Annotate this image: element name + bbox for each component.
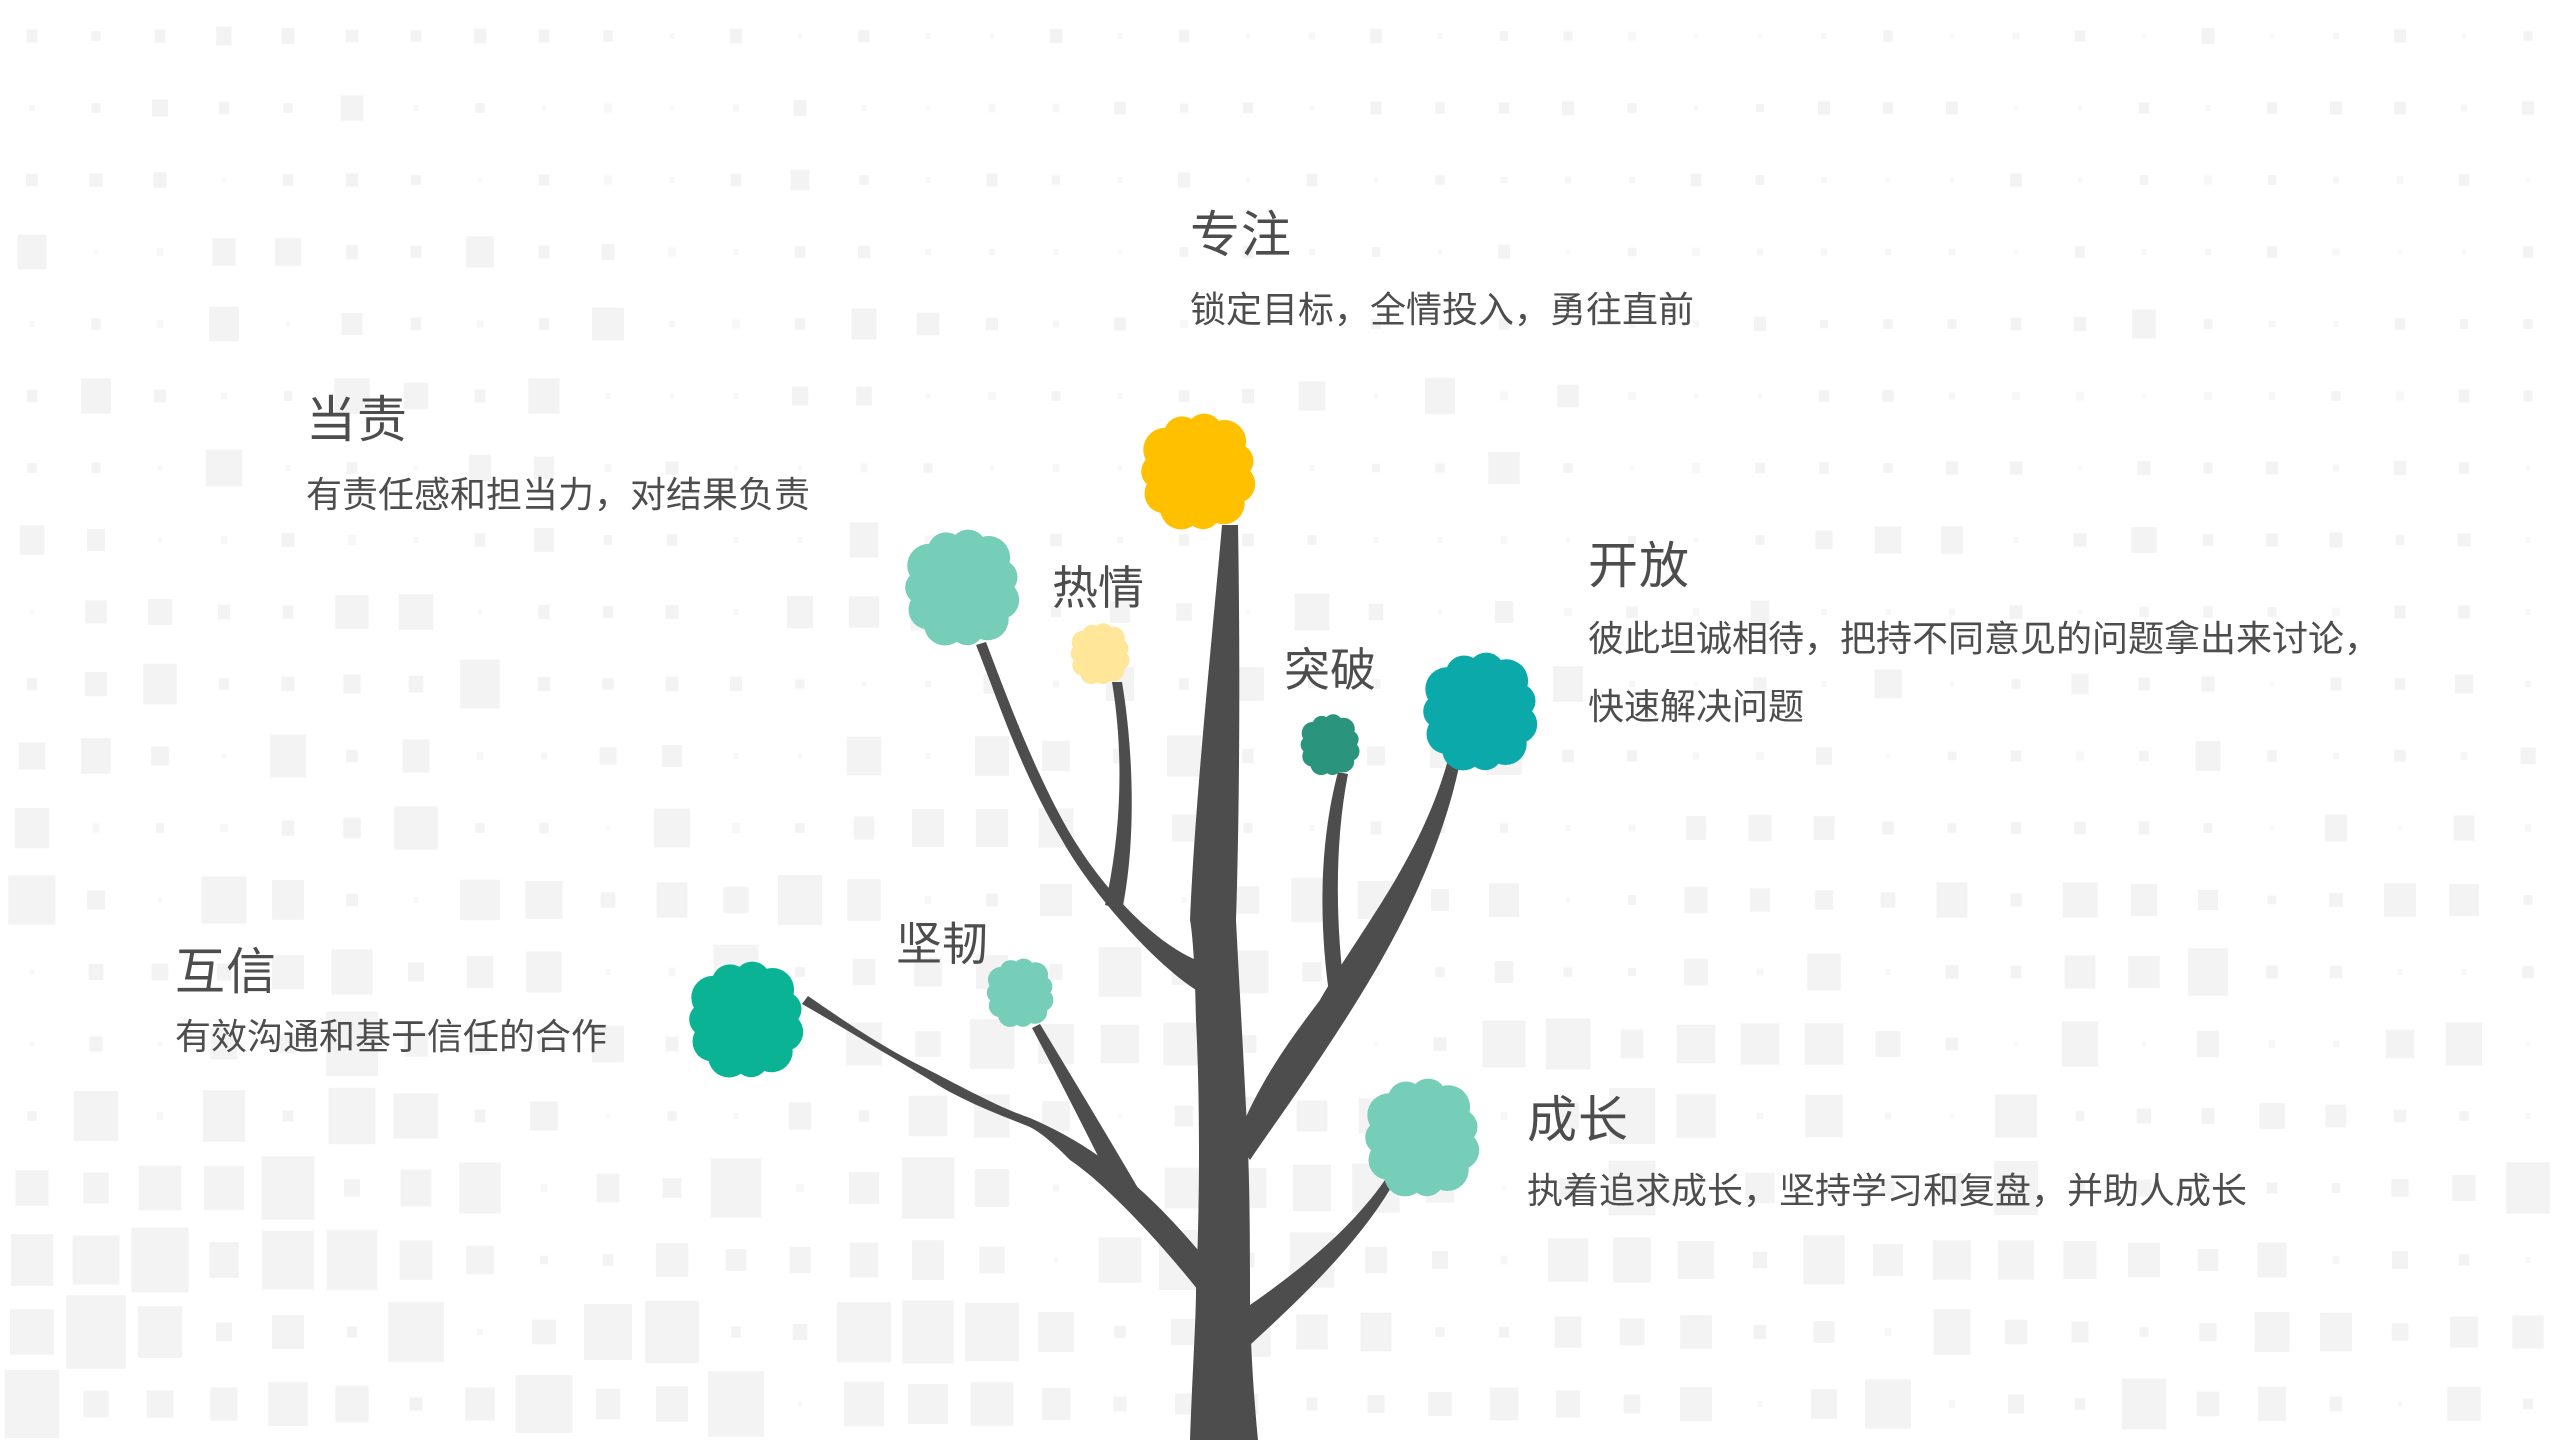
value-title: 成长 [1527, 1091, 1629, 1149]
value-description: 锁定目标，全情投入，勇往直前 [1190, 290, 1695, 331]
leaf-cloud-accountability [905, 529, 1020, 646]
leaf-cloud-openness [1423, 652, 1538, 771]
value-title: 当责 [306, 391, 408, 449]
leaf-cloud-breakthrough [1300, 714, 1360, 776]
value-breakthrough: 突破 [1284, 642, 1376, 698]
tree-trunk-and-branches [802, 525, 1460, 1440]
value-description-line-2: 快速解决问题 [1588, 687, 1805, 728]
value-title: 热情 [1052, 561, 1144, 615]
leaf-cloud-trust [689, 961, 804, 1078]
value-description: 执着追求成长，坚持学习和复盘，并助人成长 [1527, 1171, 2248, 1212]
value-trust: 互信 有效沟通和基于信任的合作 [175, 942, 607, 1072]
value-description: 有效沟通和基于信任的合作 [175, 1017, 608, 1058]
value-title: 专注 [1190, 206, 1292, 264]
leaf-cloud-focus [1141, 413, 1256, 530]
value-title: 突破 [1284, 643, 1376, 697]
value-title: 坚韧 [896, 917, 988, 971]
value-title: 开放 [1588, 537, 1690, 595]
value-passion: 热情 [1052, 560, 1144, 616]
value-description: 有责任感和担当力，对结果负责 [306, 475, 811, 516]
value-openness: 开放 彼此坦诚相待，把持不同意见的问题拿出来讨论， 快速解决问题 [1588, 536, 2380, 742]
leaf-cloud-passion [1070, 623, 1130, 685]
value-focus: 专注 锁定目标，全情投入，勇往直前 [1190, 205, 1694, 345]
value-title: 互信 [175, 943, 277, 1001]
value-resilience: 坚韧 [896, 916, 988, 972]
value-growth: 成长 执着追求成长，坚持学习和复盘，并助人成长 [1527, 1090, 2247, 1226]
value-description-line-1: 彼此坦诚相待，把持不同意见的问题拿出来讨论， [1588, 619, 2381, 660]
leaf-cloud-growth [1365, 1078, 1480, 1197]
value-accountability: 当责 有责任感和担当力，对结果负责 [306, 390, 810, 530]
leaf-cloud-resilience [986, 958, 1054, 1027]
